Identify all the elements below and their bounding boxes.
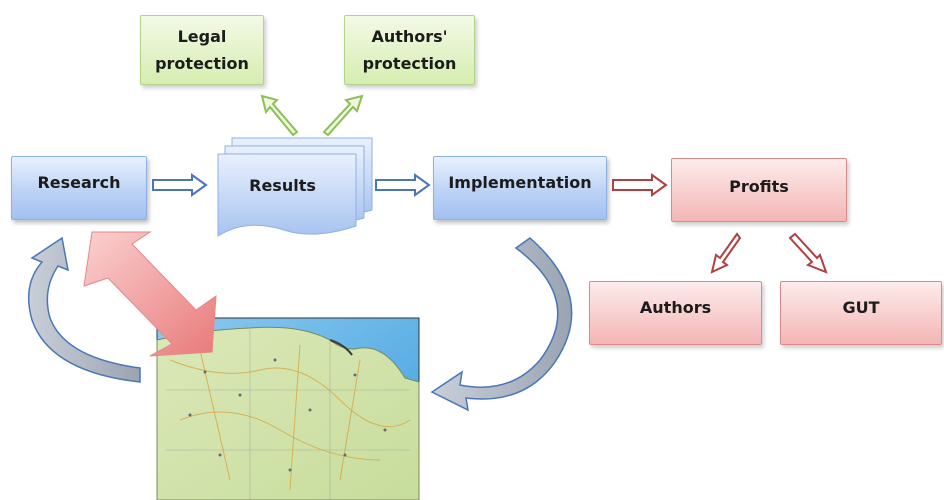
authors-protection-node: Authors' protection — [344, 15, 475, 85]
results-document-stack — [217, 137, 373, 237]
arrow-profits-to-authors — [710, 232, 742, 274]
arrow-results-to-legal — [260, 94, 299, 137]
arrow-research-to-results — [152, 173, 208, 197]
legal-protection-label: Legal protection — [155, 27, 249, 73]
gut-label: GUT — [842, 298, 880, 317]
research-node: Research — [11, 156, 147, 220]
implementation-label: Implementation — [448, 173, 592, 192]
authors-protection-label: Authors' protection — [362, 27, 457, 73]
cycle-arrow-map-to-research — [27, 236, 141, 383]
implementation-node: Implementation — [433, 156, 607, 220]
profits-node: Profits — [671, 158, 847, 222]
arrow-profits-to-gut — [788, 232, 828, 274]
authors-label: Authors — [639, 298, 712, 317]
gut-node: GUT — [780, 281, 942, 345]
double-arrow-research-map — [83, 231, 217, 357]
arrow-results-to-implementation — [375, 173, 431, 197]
authors-node: Authors — [589, 281, 762, 345]
profits-label: Profits — [729, 177, 789, 196]
results-label: Results — [249, 176, 316, 195]
arrow-implementation-to-profits — [612, 173, 668, 197]
research-label: Research — [37, 173, 121, 192]
cycle-arrow-implementation-to-map — [430, 237, 573, 412]
legal-protection-node: Legal protection — [140, 15, 264, 85]
arrow-results-to-authors-protection — [322, 94, 364, 137]
